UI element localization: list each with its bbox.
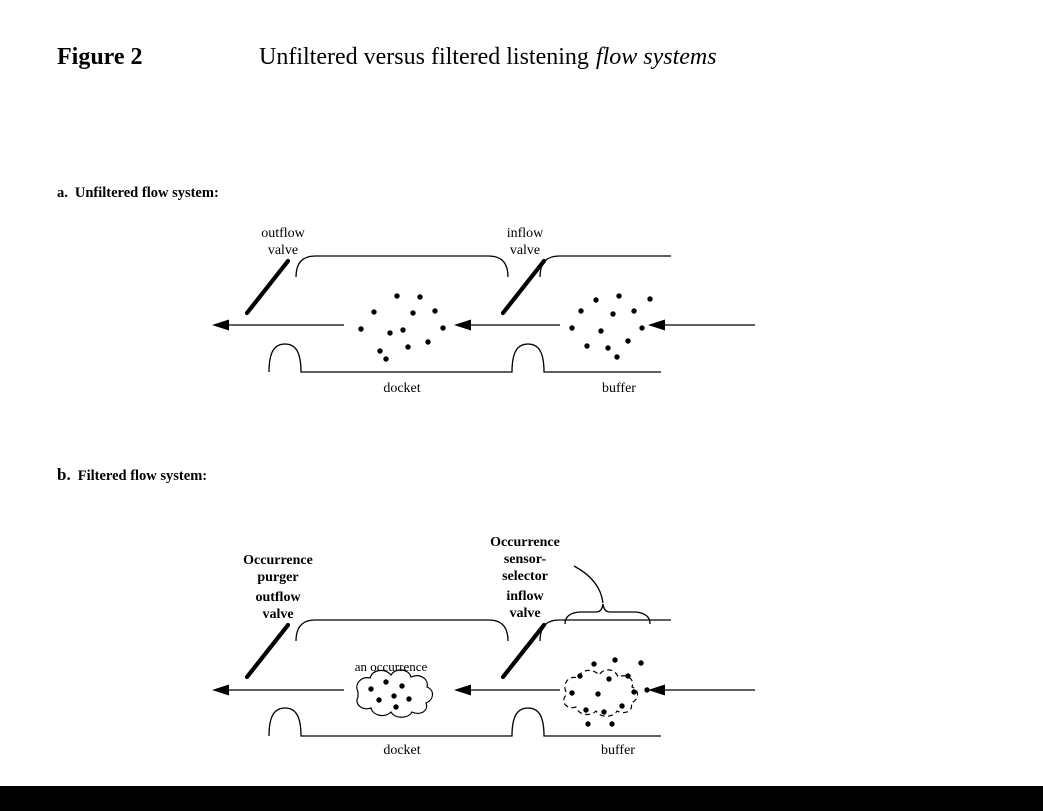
pipe-top-left-a	[295, 255, 509, 278]
bottom-bar	[0, 786, 1043, 811]
section-b-title: Filtered flow system:	[77, 468, 208, 484]
section-b-heading: b. Filtered flow system:	[57, 465, 207, 485]
buffer-label-b: buffer	[601, 743, 635, 758]
figure-title-italic: flow systems	[595, 44, 717, 70]
docket-label-b: docket	[383, 743, 421, 758]
occurrence-purger-label-b: Occurrence purger outflow valve	[243, 553, 313, 622]
buffer-dots-b	[569, 657, 650, 727]
occurrence-outline	[356, 669, 434, 718]
docket-dots-a	[358, 293, 446, 362]
sensor-selector-pointer	[573, 565, 604, 604]
flow-arrow-in-a	[648, 319, 755, 331]
pipe-top-right-b	[539, 619, 671, 642]
section-a-prefix: a.	[57, 185, 68, 201]
docket-label-a: docket	[383, 381, 421, 396]
flow-arrow-out-a	[212, 319, 344, 331]
pipe-bottom-b	[268, 707, 661, 737]
section-a-title: Unfiltered flow system:	[74, 185, 219, 201]
outflow-valve-flap-a	[244, 258, 291, 316]
sensed-occurrence-dashed-outline	[563, 669, 639, 717]
flow-arrow-in-b	[648, 684, 755, 696]
occurrence-dots-b	[368, 679, 412, 710]
section-b-prefix: b.	[57, 465, 71, 484]
diagram-b	[212, 565, 755, 737]
pipe-top-right-a	[539, 255, 671, 278]
outflow-valve-label-a: outflow valve	[261, 226, 305, 258]
buffer-label-a: buffer	[602, 381, 636, 396]
section-a-heading: a. Unfiltered flow system:	[57, 185, 219, 202]
buffer-dots-a	[569, 293, 653, 360]
sensor-inflow-valve-flap-b	[500, 622, 547, 680]
purger-outflow-valve-flap-b	[244, 622, 291, 680]
pipe-bottom-a	[268, 343, 661, 373]
flow-arrow-mid-a	[454, 319, 560, 331]
diagram-a	[212, 255, 755, 373]
flow-arrow-out-b	[212, 684, 344, 696]
an-occurrence-label-b: an occurrence	[354, 659, 428, 674]
pipe-top-left-b	[295, 619, 509, 642]
sensor-selector-brace	[564, 603, 651, 625]
occurrence-sensor-selector-label-b: Occurrence sensor- selector inflow valve	[490, 535, 560, 621]
figure-number: Figure 2	[57, 44, 143, 70]
inflow-valve-label-a: inflow valve	[506, 226, 544, 258]
figure-title-text: Unfiltered versus filtered listening	[259, 44, 589, 70]
inflow-valve-flap-a	[500, 258, 547, 316]
flow-arrow-mid-b	[454, 684, 560, 696]
